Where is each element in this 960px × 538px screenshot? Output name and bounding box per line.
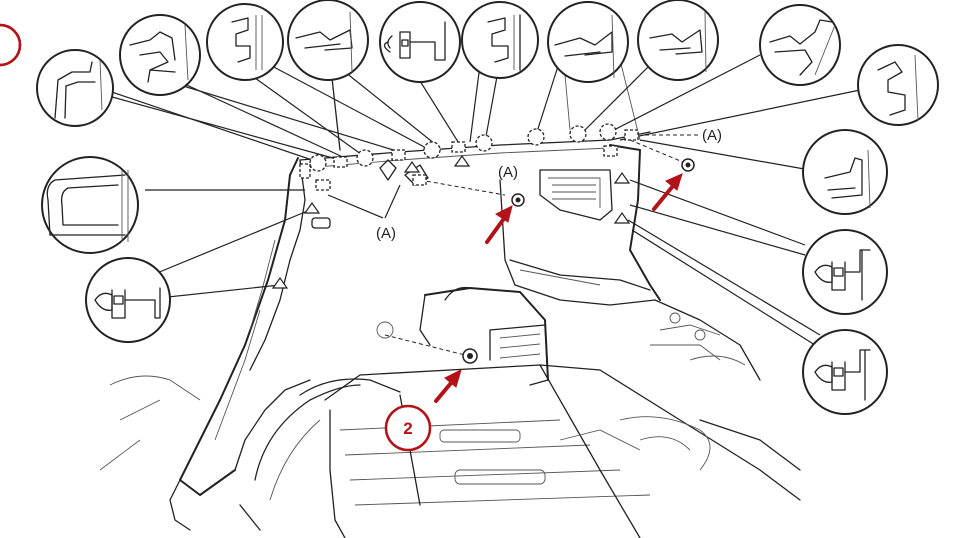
clip-marker	[569, 125, 587, 143]
clip-group-label-a: (A)	[702, 127, 722, 144]
clip-detail-bubble	[287, 0, 369, 81]
clip-detail-bubble	[857, 44, 939, 126]
clip-marker	[624, 129, 639, 141]
clip-marker	[527, 128, 545, 146]
clip-marker	[356, 149, 374, 167]
clip-detail-bubble	[547, 1, 629, 83]
removal-paths	[384, 134, 700, 356]
claw-marker	[613, 211, 631, 224]
claw-marker	[271, 276, 289, 289]
clip-marker	[451, 141, 466, 153]
clip-marker	[475, 134, 493, 152]
clip-marker	[391, 149, 406, 161]
clip-markers	[299, 123, 639, 191]
group-labels: (A) (A) (A)	[376, 127, 722, 242]
clip-marker	[299, 163, 311, 179]
red-arrow	[652, 173, 683, 211]
clip-detail-bubble	[802, 329, 888, 415]
detail-bubbles	[36, 0, 939, 415]
claw-marker	[403, 160, 421, 173]
clip-detail-bubble	[461, 1, 539, 79]
clip-group-label-a: (A)	[376, 225, 396, 242]
claw-marker	[453, 154, 471, 167]
bolt	[511, 193, 525, 207]
clip-marker	[315, 179, 331, 191]
clip-detail-bubble	[802, 229, 888, 315]
clip-detail-bubble	[379, 1, 461, 83]
clip-marker	[309, 154, 327, 172]
clip-detail-bubble	[802, 129, 888, 215]
clip-marker	[423, 141, 441, 159]
clip-marker	[603, 145, 618, 157]
bolt	[462, 348, 478, 364]
vehicle-interior-lineart	[99, 19, 801, 538]
red-arrow	[485, 205, 513, 244]
clip-detail-bubble	[759, 4, 841, 86]
red-arrows	[434, 173, 683, 403]
claw-marker	[303, 201, 321, 214]
clip-detail-bubble	[637, 0, 719, 81]
claw-marker	[613, 171, 631, 184]
clip-detail-bubble	[85, 257, 171, 343]
step-callout: 2	[384, 404, 432, 452]
leader-lines	[99, 54, 861, 346]
bolt	[681, 158, 695, 172]
clip-detail-bubble	[206, 3, 284, 81]
clip-detail-bubble	[36, 49, 114, 127]
bolts	[462, 158, 695, 364]
clip-marker	[599, 123, 617, 141]
claw-markers	[271, 154, 631, 289]
clip-detail-bubble	[41, 156, 139, 254]
clip-marker	[333, 156, 348, 168]
clip-detail-bubble	[119, 14, 201, 96]
clip-group-label-a: (A)	[498, 164, 518, 181]
edge-callout-partial	[0, 23, 22, 67]
step-callout-number: 2	[403, 419, 412, 438]
red-arrow	[434, 369, 462, 403]
clip-marker	[412, 174, 427, 186]
